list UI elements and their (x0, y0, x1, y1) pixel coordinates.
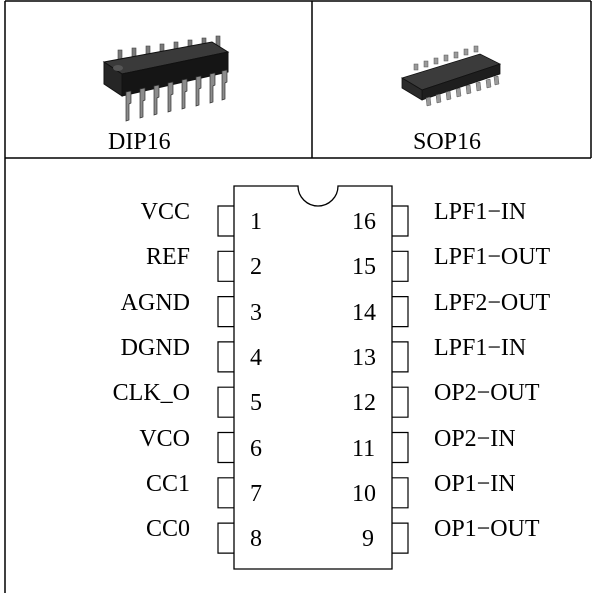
pin-12-number: 12 (352, 390, 376, 417)
pin-13-number: 13 (352, 344, 376, 371)
pin-16-name: LPF1−IN (434, 199, 527, 225)
pin-16-number: 16 (352, 209, 376, 235)
left-pin-stub (217, 431, 234, 464)
table-frame (4, 0, 592, 593)
right-pin-stub (392, 296, 409, 328)
right-pin-stub (392, 341, 409, 373)
right-pin-stub (392, 205, 409, 237)
pin-11-number: 11 (352, 435, 376, 462)
right-pin-stub (392, 386, 409, 418)
left-pin-stub (217, 205, 234, 237)
pin-5-name: CLK_O (112, 380, 190, 407)
pin-7-number: 7 (250, 480, 262, 507)
pin-6-name: VCO (139, 425, 190, 452)
pin-6-number: 6 (250, 435, 262, 462)
right-pin-stub (392, 522, 409, 554)
pin-8-number: 8 (250, 526, 262, 553)
pin-4-number: 4 (250, 344, 262, 371)
right-pin-stub (392, 431, 409, 464)
sop16-label: SOP16 (413, 129, 482, 155)
pin-10-number: 10 (352, 480, 376, 507)
pin-9-number: 9 (362, 526, 374, 553)
left-pin-stub (217, 250, 234, 282)
pin-15-number: 15 (352, 254, 376, 281)
pin-8-name: CC0 (145, 516, 190, 543)
pin-9-name: OP1−OUT (434, 516, 540, 543)
dip16-chip-icon (102, 35, 230, 122)
pin-1-name: VCC (140, 199, 190, 225)
pin-3-number: 3 (250, 299, 262, 326)
pin-1-number: 1 (250, 209, 262, 235)
pin-2-number: 2 (250, 254, 262, 281)
pin-14-number: 14 (352, 299, 376, 326)
pin-5-number: 5 (250, 390, 262, 417)
pin-3-name: AGND (120, 289, 190, 316)
dip16-label: DIP16 (108, 129, 171, 155)
pin-4-name: DGND (120, 334, 190, 361)
left-pin-stub (217, 296, 234, 328)
right-pin-stub (392, 477, 409, 509)
pin-13-name: LPF1−IN (434, 334, 527, 361)
pin-15-name: LPF1−OUT (434, 244, 551, 271)
pin-14-name: LPF2−OUT (434, 289, 551, 316)
left-pin-stub (217, 477, 234, 509)
left-pin-stub (217, 386, 234, 418)
pin-11-name: OP2−IN (434, 425, 516, 452)
pin-7-name: CC1 (145, 470, 190, 497)
sop16-chip-icon (401, 45, 502, 107)
pin-10-name: OP1−IN (434, 470, 516, 497)
ic-body (233, 185, 393, 570)
pin-2-name: REF (145, 244, 190, 271)
pin-12-name: OP2−OUT (434, 380, 540, 407)
right-pin-stub (392, 250, 409, 282)
left-pin-stub (217, 341, 234, 373)
left-pin-stub (217, 522, 234, 554)
pin-stubs (217, 205, 409, 554)
